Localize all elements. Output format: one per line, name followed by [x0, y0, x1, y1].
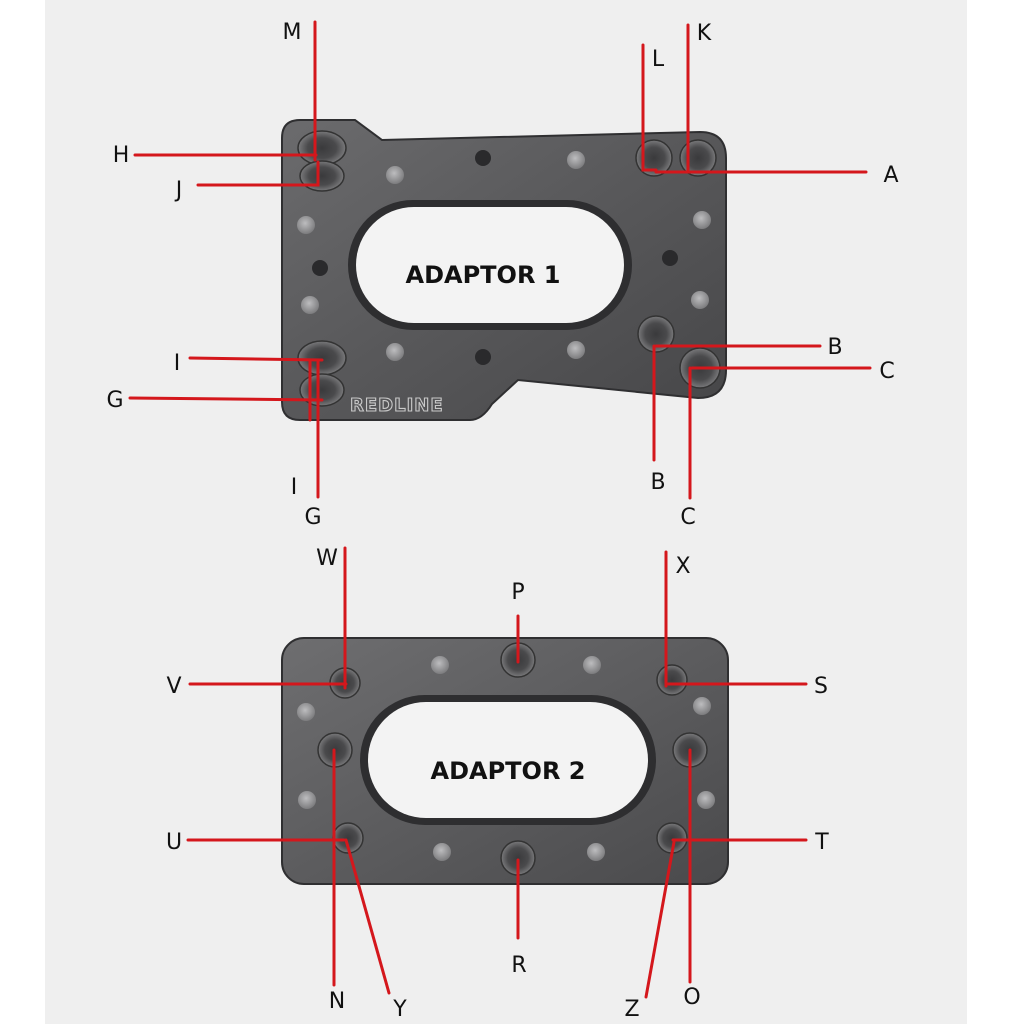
label-H: H: [113, 143, 130, 168]
label-U: U: [166, 830, 182, 855]
label-Z: Z: [624, 997, 639, 1022]
leader-G-left: [128, 396, 324, 402]
label-C-bottom: C: [680, 505, 695, 530]
label-X: X: [675, 554, 690, 579]
label-J: J: [174, 178, 183, 203]
leader-Y: [344, 838, 391, 995]
label-R: R: [511, 953, 526, 978]
leader-L: [641, 43, 658, 172]
label-A: A: [883, 163, 898, 188]
label-N: N: [329, 989, 345, 1014]
label-M: M: [283, 20, 302, 45]
label-Y: Y: [392, 997, 407, 1022]
label-G-bottom: G: [304, 505, 321, 530]
label-G-left: G: [106, 388, 123, 413]
label-V: V: [166, 674, 181, 699]
leader-J: [196, 160, 320, 187]
label-K: K: [697, 21, 712, 46]
label-C-right: C: [879, 359, 894, 384]
leader-Z: [644, 840, 676, 999]
label-L: L: [652, 47, 665, 72]
letter-labels: M H J L K A I G I G B C B C W P X V S U …: [106, 20, 898, 1022]
adaptor-1-plate: [281, 119, 727, 421]
label-P: P: [511, 580, 524, 605]
adaptor-1-title: ADAPTOR 1: [406, 261, 561, 289]
adaptor-1-brand: REDLINE: [350, 395, 444, 416]
label-W: W: [316, 546, 338, 571]
label-B-bottom: B: [650, 470, 665, 495]
label-B-right: B: [827, 335, 842, 360]
label-T: T: [814, 830, 829, 855]
label-I-bottom: I: [291, 475, 298, 500]
label-S: S: [814, 674, 828, 699]
label-O: O: [683, 985, 700, 1010]
leader-I-left: [188, 356, 324, 362]
leader-lines: [128, 20, 872, 999]
label-I-left: I: [174, 351, 181, 376]
adaptor-2-title: ADAPTOR 2: [431, 757, 586, 785]
